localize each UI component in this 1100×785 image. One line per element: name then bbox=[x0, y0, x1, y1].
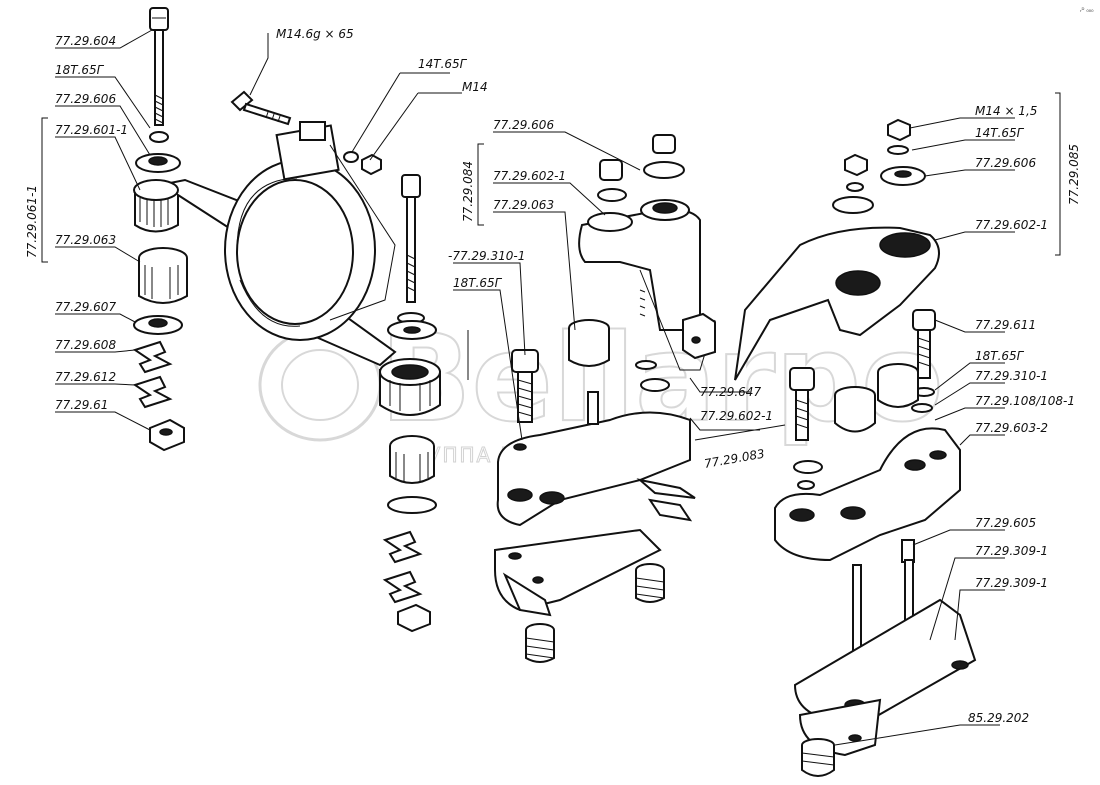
label-77-29-611: 77.29.611 bbox=[975, 318, 1036, 332]
label-77-29-606-middle: 77.29.606 bbox=[493, 118, 554, 132]
middle-assembly-parts bbox=[494, 134, 716, 663]
label-77-29-647: 77.29.647 bbox=[700, 385, 761, 399]
label-77-29-604: 77.29.604 bbox=[55, 34, 116, 48]
label-14t-65g-right: 14Т.65Г bbox=[975, 126, 1025, 140]
label-77-29-108: 77.29.108/108-1 bbox=[975, 394, 1075, 408]
washer-14t bbox=[343, 151, 359, 163]
lower-arm-ring bbox=[379, 358, 441, 416]
label-77-29-606-right: 77.29.606 bbox=[975, 156, 1036, 170]
label-77-29-603-2: 77.29.603-2 bbox=[975, 421, 1048, 435]
label-77-29-310-1-right: 77.29.310-1 bbox=[975, 369, 1048, 383]
label-85-29-202: 85.29.202 bbox=[968, 711, 1029, 725]
top-bolt-set bbox=[230, 90, 382, 176]
label-77-29-602-1-lower: 77.29.602-1 bbox=[700, 409, 773, 423]
label-18t-65g-left: 18Т.65Г bbox=[55, 63, 105, 77]
spring-washer-18t bbox=[149, 131, 169, 143]
label-77-29-602-1-right: 77.29.602-1 bbox=[975, 218, 1048, 232]
label-77-29-601-1: 77.29.601-1 bbox=[55, 123, 128, 137]
label-77-29-063-left: 77.29.063 bbox=[55, 233, 116, 247]
label-77-29-607: 77.29.607 bbox=[55, 300, 116, 314]
center-bolt-stack bbox=[382, 174, 437, 633]
label-77-29-085: 77.29.085 bbox=[1067, 144, 1081, 205]
washer-607 bbox=[133, 315, 183, 335]
nut-m14 bbox=[361, 153, 382, 176]
label-77-29-602-1-middle: 77.29.602-1 bbox=[493, 169, 566, 183]
long-bolt-604 bbox=[149, 7, 169, 126]
plate-612 bbox=[132, 375, 173, 409]
label-77-29-061-1: 77.29.061-1 bbox=[25, 185, 39, 258]
label-77-29-309-1-b: 77.29.309-1 bbox=[975, 576, 1048, 590]
corner-mark: ᵣᴰ ₀₀₀ bbox=[1080, 7, 1094, 14]
right-assembly-parts bbox=[734, 118, 977, 777]
label-18t-65g-right: 18Т.65Г bbox=[975, 349, 1025, 363]
label-77-29-605: 77.29.605 bbox=[975, 516, 1036, 530]
labels: 77.29.604 18Т.65Г 77.29.606 77.29.601-1 … bbox=[25, 27, 1081, 725]
label-77-29-310-1-middle: -77.29.310-1 bbox=[448, 249, 525, 263]
plate-608 bbox=[132, 340, 173, 374]
label-m14-nut: M14 bbox=[462, 80, 488, 94]
clamp-ring bbox=[224, 121, 396, 341]
nut-61 bbox=[149, 418, 185, 452]
washer-606 bbox=[135, 153, 181, 173]
label-m14-1-5: M14 × 1,5 bbox=[975, 104, 1037, 118]
bushing-063 bbox=[138, 247, 188, 304]
left-assembly-parts bbox=[132, 7, 441, 452]
leader-lines bbox=[41, 29, 1061, 746]
label-77-29-063-middle: 77.29.063 bbox=[493, 198, 554, 212]
label-77-29-083: 77.29.083 bbox=[703, 447, 766, 471]
label-77-29-61: 77.29.61 bbox=[55, 398, 108, 412]
label-18t-65g-middle: 18Т.65Г bbox=[453, 276, 503, 290]
label-14t-65g-top: 14Т.65Г bbox=[418, 57, 468, 71]
label-77-29-608: 77.29.608 bbox=[55, 338, 116, 352]
label-77-29-606-left: 77.29.606 bbox=[55, 92, 116, 106]
label-77-29-612: 77.29.612 bbox=[55, 370, 116, 384]
label-77-29-084: 77.29.084 bbox=[461, 161, 475, 222]
label-m14-bolt: M14.6g × 65 bbox=[276, 27, 354, 41]
label-77-29-309-1-a: 77.29.309-1 bbox=[975, 544, 1048, 558]
